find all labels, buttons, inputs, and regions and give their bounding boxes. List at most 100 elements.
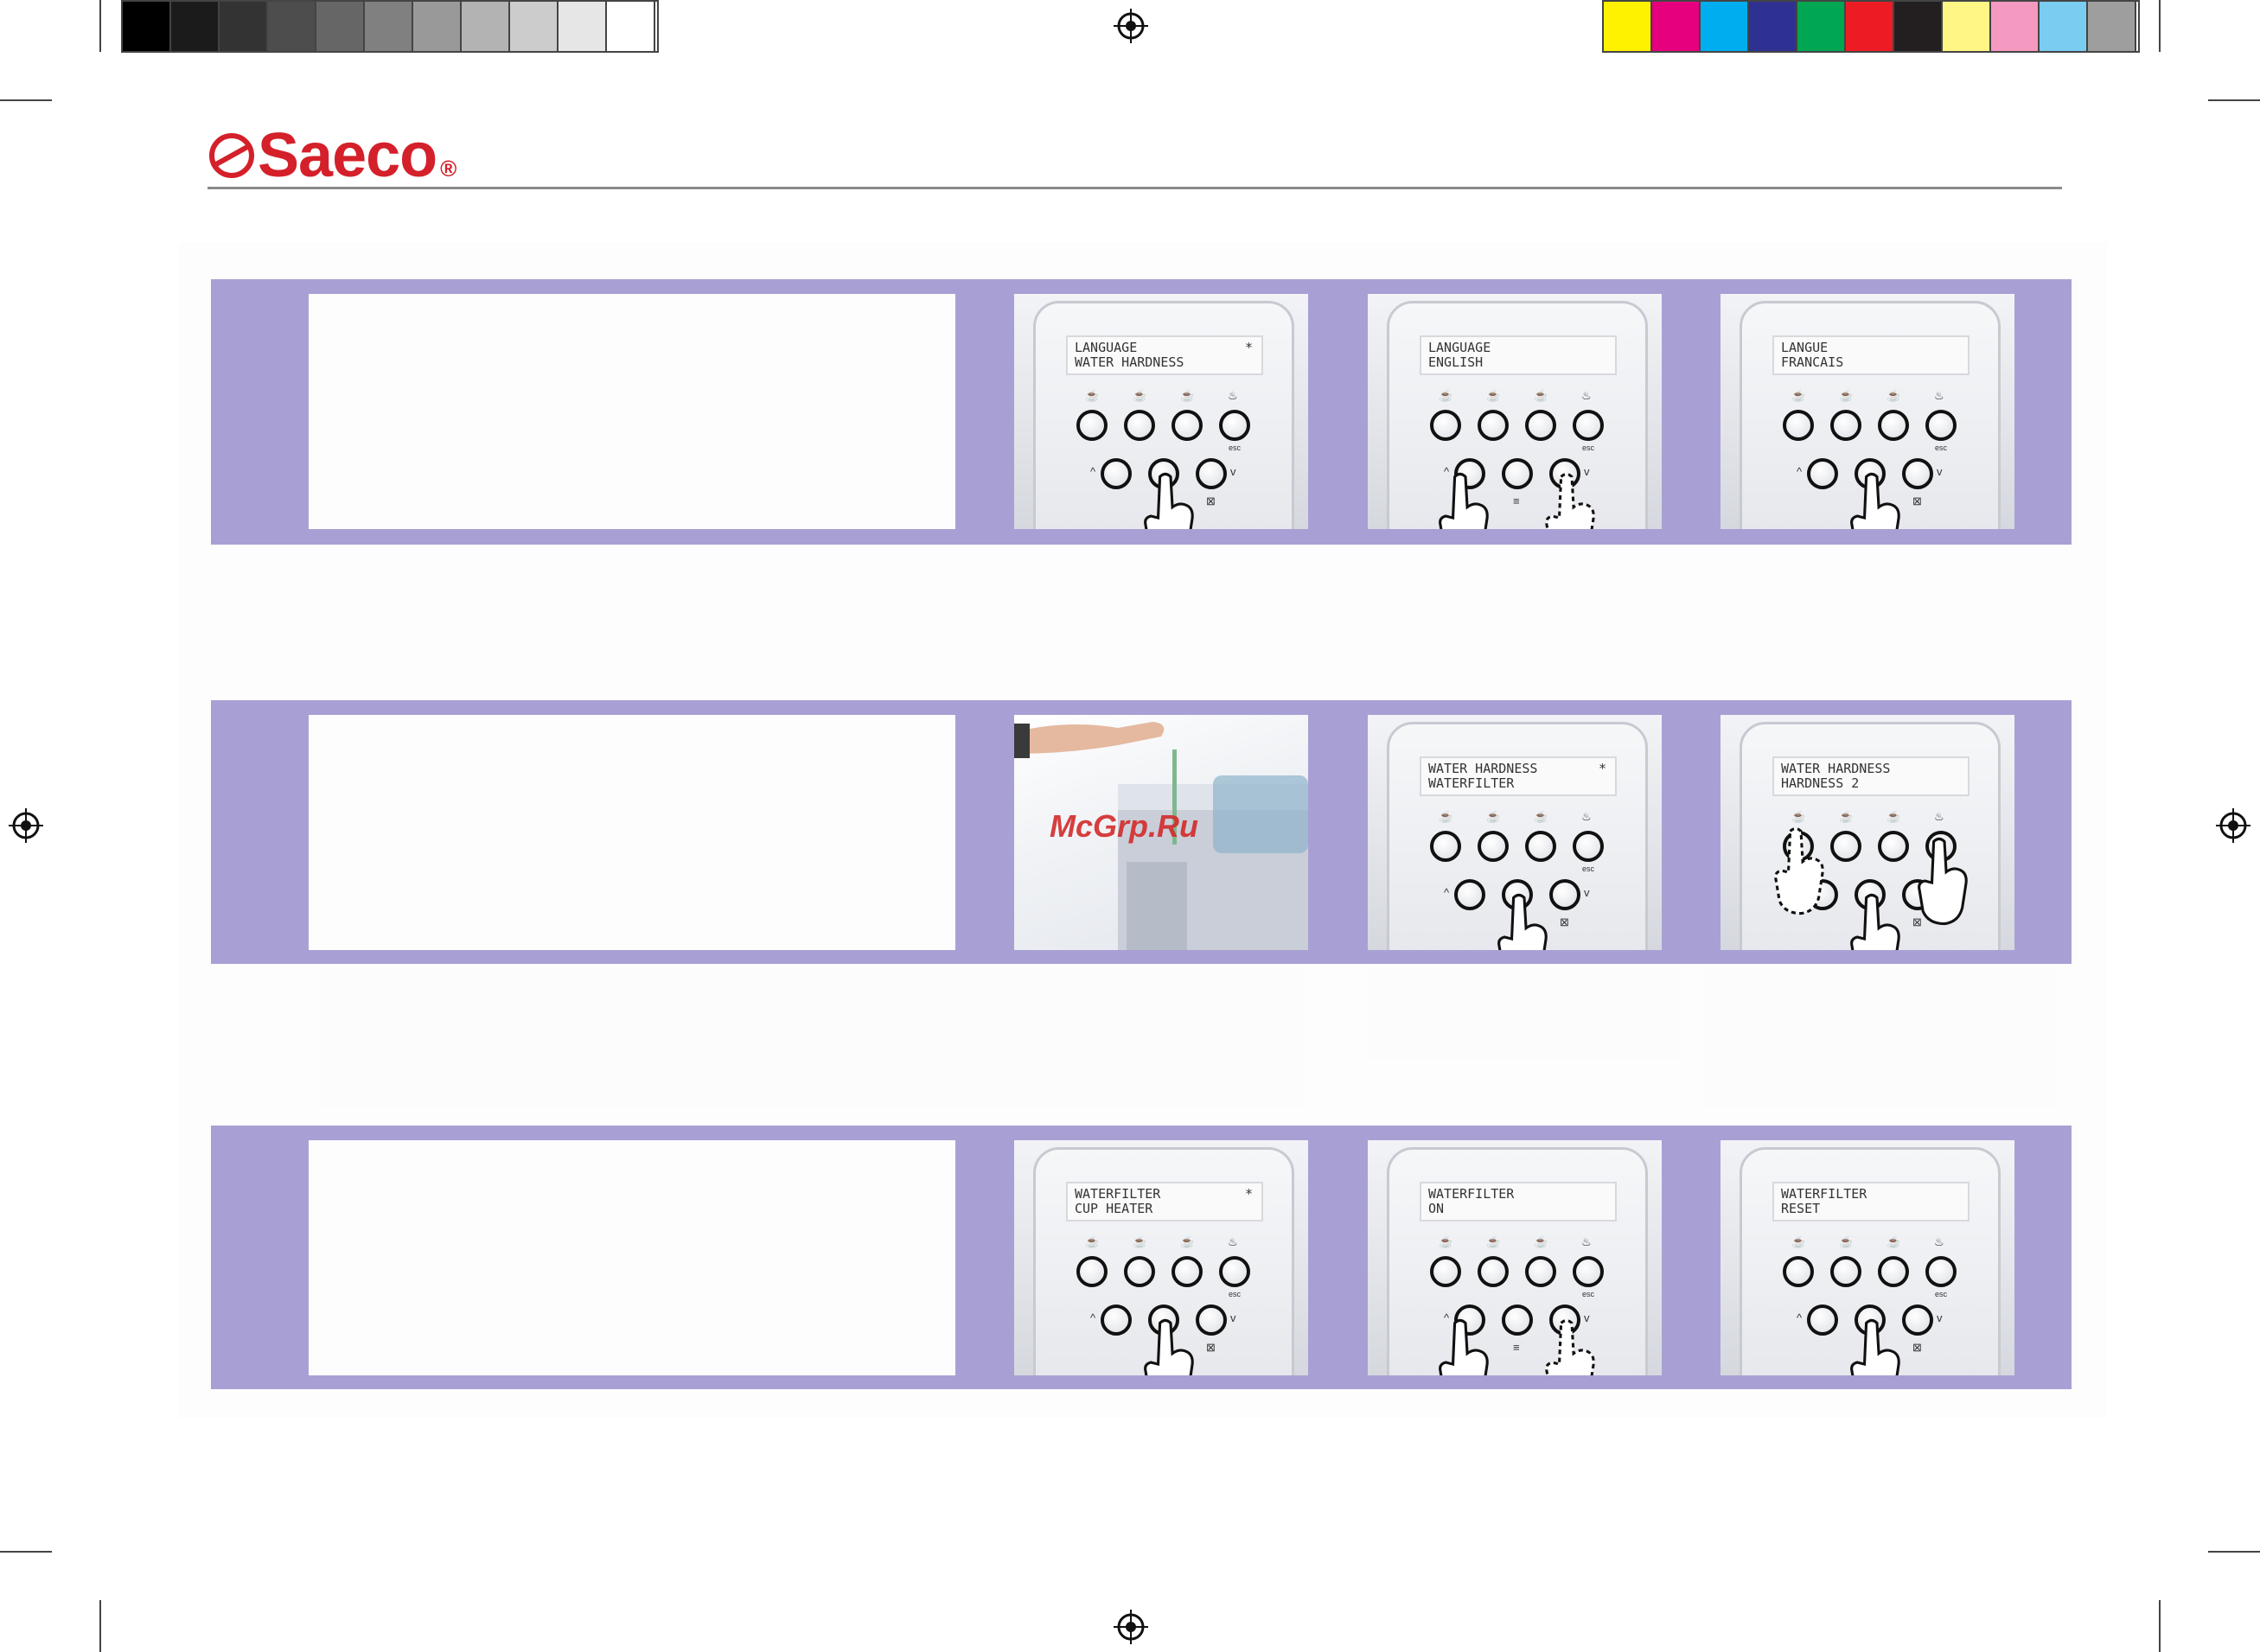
finger-press-icon [1439, 472, 1489, 529]
finger-press-icon [1144, 1318, 1194, 1375]
saeco-swoosh-icon [209, 133, 254, 178]
small-cup-button[interactable] [1076, 410, 1108, 441]
instruction-text-box-2 [309, 715, 955, 950]
small-cup-button[interactable] [1783, 1256, 1814, 1287]
program-icon: ⊠ [1560, 915, 1569, 928]
down-arrow-icon: v [1584, 886, 1590, 899]
calibration-swatch [2088, 2, 2136, 51]
steam-button[interactable] [1573, 410, 1604, 441]
registration-mark-icon [1114, 1610, 1148, 1644]
up-button[interactable] [1807, 458, 1838, 489]
down-arrow-icon: v [1937, 1311, 1943, 1324]
steam-button[interactable] [1925, 1256, 1957, 1287]
up-button[interactable] [1101, 1304, 1132, 1336]
instruction-text-box-3 [309, 1140, 955, 1375]
up-arrow-icon: ^ [1090, 1311, 1096, 1324]
cup-medium-icon: ☕ [1486, 1235, 1501, 1248]
calibration-swatch [1797, 2, 1846, 51]
medium-cup-button[interactable] [1830, 831, 1861, 862]
program-icon: ⊠ [1206, 1341, 1216, 1354]
lcd-star-indicator: * [1244, 1186, 1253, 1202]
medium-cup-button[interactable] [1830, 410, 1861, 441]
lcd-star-indicator: * [1598, 761, 1606, 776]
down-button[interactable] [1902, 458, 1933, 489]
calibration-swatch [1846, 2, 1894, 51]
down-button[interactable] [1196, 1304, 1227, 1336]
cup-medium-icon: ☕ [1133, 1235, 1147, 1248]
medium-cup-button[interactable] [1478, 831, 1509, 862]
finger-press-icon [1497, 893, 1548, 950]
medium-cup-button[interactable] [1478, 1256, 1509, 1287]
steam-button[interactable] [1573, 831, 1604, 862]
lcd-line-1: WATERFILTER [1075, 1186, 1161, 1202]
down-button[interactable] [1902, 1304, 1933, 1336]
menu-icon: ≡ [1513, 1341, 1520, 1354]
calibration-swatch [1991, 2, 2040, 51]
medium-cup-button[interactable] [1124, 1256, 1155, 1287]
instruction-text-box-1 [309, 294, 955, 529]
calibration-swatch [1652, 2, 1701, 51]
lcd-line-1: WATER HARDNESS [1781, 761, 1891, 776]
small-cup-button[interactable] [1430, 410, 1461, 441]
steam-icon: ♨ [1228, 389, 1238, 402]
up-button[interactable] [1454, 879, 1485, 910]
medium-cup-button[interactable] [1124, 410, 1155, 441]
steam-button[interactable] [1925, 410, 1957, 441]
crop-mark [99, 0, 101, 52]
grayscale-calibration-strip [121, 0, 659, 53]
steam-button[interactable] [1573, 1256, 1604, 1287]
up-arrow-icon: ^ [1444, 465, 1450, 478]
steam-icon: ♨ [1934, 1235, 1944, 1248]
crop-mark [0, 1551, 52, 1553]
large-cup-button[interactable] [1878, 831, 1909, 862]
finger-press-icon [1850, 893, 1900, 950]
cup-small-icon: ☕ [1439, 389, 1453, 402]
steam-icon: ♨ [1934, 389, 1944, 402]
crop-mark [2208, 99, 2260, 101]
esc-icon: esc [1935, 443, 1948, 452]
up-button[interactable] [1101, 458, 1132, 489]
lcd-line-1: WATER HARDNESS [1428, 761, 1538, 776]
calibration-swatch [365, 2, 413, 51]
calibration-swatch [559, 2, 607, 51]
steam-icon: ♨ [1581, 810, 1592, 823]
menu-button[interactable] [1502, 1304, 1533, 1336]
menu-button[interactable] [1502, 458, 1533, 489]
calibration-swatch [316, 2, 365, 51]
program-icon: ⊠ [1912, 1341, 1922, 1354]
down-button[interactable] [1549, 879, 1580, 910]
medium-cup-button[interactable] [1830, 1256, 1861, 1287]
steam-button[interactable] [1219, 1256, 1250, 1287]
large-cup-button[interactable] [1525, 1256, 1556, 1287]
finger-press-icon [1850, 1318, 1900, 1375]
small-cup-button[interactable] [1430, 831, 1461, 862]
up-button[interactable] [1807, 1304, 1838, 1336]
esc-icon: esc [1582, 1290, 1595, 1298]
cup-medium-icon: ☕ [1133, 389, 1147, 402]
large-cup-button[interactable] [1171, 1256, 1203, 1287]
large-cup-button[interactable] [1878, 410, 1909, 441]
small-cup-button[interactable] [1783, 410, 1814, 441]
cup-large-icon: ☕ [1534, 810, 1548, 823]
large-cup-button[interactable] [1525, 831, 1556, 862]
large-cup-button[interactable] [1525, 410, 1556, 441]
medium-cup-button[interactable] [1478, 410, 1509, 441]
large-cup-button[interactable] [1878, 1256, 1909, 1287]
steam-button[interactable] [1219, 410, 1250, 441]
small-cup-button[interactable] [1430, 1256, 1461, 1287]
lcd-line-2: HARDNESS 2 [1781, 775, 1860, 791]
menu-icon: ≡ [1513, 494, 1520, 507]
lcd-line-1: WATERFILTER [1781, 1186, 1867, 1202]
small-cup-button[interactable] [1076, 1256, 1108, 1287]
lcd-line-2: CUP HEATER [1075, 1201, 1153, 1216]
up-arrow-icon: ^ [1797, 465, 1803, 478]
down-button[interactable] [1196, 458, 1227, 489]
large-cup-button[interactable] [1171, 410, 1203, 441]
crop-mark [2208, 1551, 2260, 1553]
esc-icon: esc [1582, 443, 1595, 452]
crop-mark [0, 99, 52, 101]
